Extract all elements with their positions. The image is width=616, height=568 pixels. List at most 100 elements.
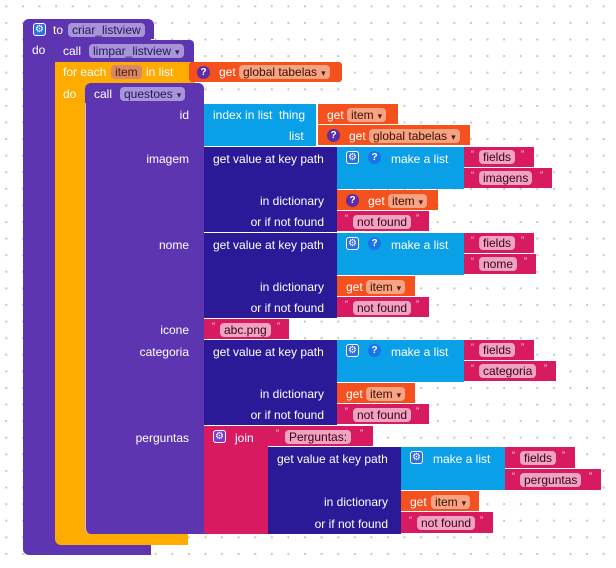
text-value-field[interactable]: categoria: [479, 364, 537, 378]
quote-open-icon: “: [345, 299, 348, 309]
quote-close-icon: ”: [524, 256, 527, 266]
param-icone-label: icone: [160, 323, 189, 337]
quote-open-icon: “: [512, 450, 515, 460]
make-a-list-label: make a list: [433, 452, 491, 466]
in-dictionary-label: in dictionary: [323, 495, 388, 509]
or-if-not-found-label: or if not found: [314, 517, 388, 531]
perguntas-prefix-text-field[interactable]: Perguntas:: [285, 430, 352, 444]
quote-open-icon: “: [471, 170, 474, 180]
not-found-text-field[interactable]: not found: [353, 408, 412, 422]
global-tabelas-dropdown[interactable]: global tabelas: [369, 129, 460, 143]
quote-close-icon: ”: [540, 170, 543, 180]
quote-close-icon: ”: [562, 450, 565, 460]
item-dropdown[interactable]: item: [366, 280, 406, 294]
param-imagem-label: imagem: [146, 152, 189, 166]
param-id-label: id: [179, 108, 189, 122]
thing-label: thing: [279, 108, 306, 122]
item-dropdown[interactable]: item: [431, 495, 471, 509]
gear-icon[interactable]: ⚙: [213, 430, 226, 443]
quote-close-icon: ”: [416, 213, 419, 223]
text-value-field[interactable]: imagens: [479, 171, 533, 185]
param-categoria-label: categoria: [139, 345, 189, 359]
get-value-at-key-path-block[interactable]: [204, 340, 337, 425]
gear-icon[interactable]: ⚙: [346, 344, 359, 357]
in-dictionary-label: in dictionary: [259, 194, 324, 208]
for-each-variable-field[interactable]: item: [111, 65, 142, 79]
or-if-not-found-label: or if not found: [250, 215, 324, 229]
quote-close-icon: ”: [521, 342, 524, 352]
index-in-list-block[interactable]: [204, 104, 316, 146]
in-dictionary-label: in dictionary: [259, 387, 324, 401]
quote-open-icon: “: [212, 321, 215, 331]
make-a-list-label: make a list: [391, 238, 449, 252]
question-icon[interactable]: ?: [368, 344, 381, 357]
call-limpar-name-dropdown[interactable]: limpar_listview: [89, 44, 184, 58]
make-a-list-label: make a list: [391, 152, 449, 166]
call-questoes-name-dropdown[interactable]: questoes: [120, 87, 186, 101]
question-icon[interactable]: ?: [346, 194, 359, 207]
global-tabelas-dropdown[interactable]: global tabelas: [239, 65, 330, 79]
quote-close-icon: ”: [277, 321, 280, 331]
get-keyword: get: [327, 108, 344, 122]
quote-open-icon: “: [409, 515, 412, 525]
join-label: join: [235, 431, 254, 445]
call-questoes-block[interactable]: [85, 83, 204, 534]
text-value-field[interactable]: fields: [479, 343, 516, 357]
text-value-field[interactable]: fields: [520, 451, 557, 465]
item-dropdown[interactable]: item: [366, 387, 406, 401]
join-block[interactable]: [204, 426, 268, 534]
item-dropdown[interactable]: item: [347, 108, 387, 122]
text-value-field[interactable]: perguntas: [520, 473, 582, 487]
index-in-list-label: index in list: [213, 108, 273, 122]
procedure-name-field[interactable]: criar_listview: [68, 23, 145, 37]
text-value-field[interactable]: fields: [479, 150, 516, 164]
procedure-do-label: do: [32, 43, 46, 57]
text-value-field[interactable]: fields: [479, 236, 516, 250]
question-icon[interactable]: ?: [368, 237, 381, 250]
in-dictionary-label: in dictionary: [259, 280, 324, 294]
in-list-label: in list: [146, 65, 174, 79]
quote-open-icon: “: [276, 428, 279, 438]
get-keyword: get: [410, 495, 427, 509]
param-perguntas-label: perguntas: [135, 431, 189, 445]
for-each-do-label: do: [63, 87, 77, 101]
question-icon[interactable]: ?: [368, 151, 381, 164]
quote-open-icon: “: [471, 342, 474, 352]
quote-close-icon: ”: [416, 406, 419, 416]
get-value-at-key-path-block[interactable]: [204, 147, 337, 232]
get-keyword: get: [368, 194, 385, 208]
call-keyword: call: [94, 87, 113, 101]
or-if-not-found-label: or if not found: [250, 301, 324, 315]
not-found-text-field[interactable]: not found: [353, 215, 412, 229]
quote-open-icon: “: [471, 256, 474, 266]
gear-icon[interactable]: ⚙: [33, 23, 46, 36]
get-value-at-key-path-block[interactable]: [268, 447, 401, 534]
item-dropdown[interactable]: item: [388, 194, 428, 208]
get-value-at-key-path-label: get value at key path: [213, 152, 324, 166]
get-value-at-key-path-block[interactable]: [204, 233, 337, 318]
text-value-field[interactable]: nome: [479, 257, 518, 271]
not-found-text-field[interactable]: not found: [417, 516, 476, 530]
get-keyword: get: [346, 387, 363, 401]
quote-close-icon: ”: [589, 471, 592, 481]
quote-close-icon: ”: [416, 299, 419, 309]
quote-open-icon: “: [512, 471, 515, 481]
quote-open-icon: “: [345, 213, 348, 223]
question-icon[interactable]: ?: [327, 129, 340, 142]
quote-close-icon: ”: [521, 235, 524, 245]
get-keyword: get: [349, 129, 366, 143]
gear-icon[interactable]: ⚙: [346, 237, 359, 250]
question-icon[interactable]: ?: [197, 66, 210, 79]
gear-icon[interactable]: ⚙: [346, 151, 359, 164]
gear-icon[interactable]: ⚙: [410, 451, 423, 464]
quote-open-icon: “: [471, 363, 474, 373]
get-keyword: get: [219, 65, 236, 79]
quote-close-icon: ”: [480, 515, 483, 525]
get-value-at-key-path-label: get value at key path: [277, 452, 388, 466]
for-each-label: for each: [63, 65, 107, 79]
call-keyword: call: [63, 44, 82, 58]
get-value-at-key-path-label: get value at key path: [213, 238, 324, 252]
procedure-to-label: to: [53, 23, 64, 37]
not-found-text-field[interactable]: not found: [353, 301, 412, 315]
icone-text-field[interactable]: abc.png: [220, 323, 271, 337]
